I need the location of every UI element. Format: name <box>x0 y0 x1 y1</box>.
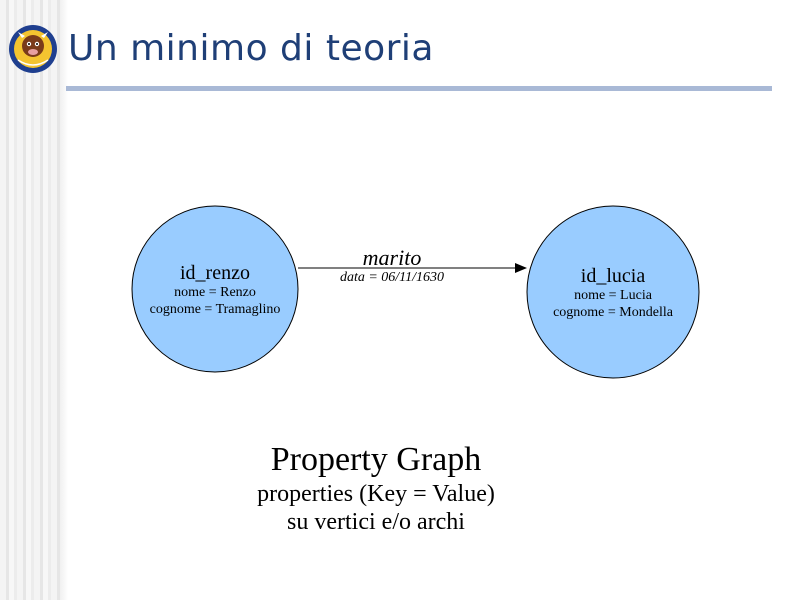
caption-line: properties (Key = Value) <box>257 481 495 507</box>
node-property: cognome = Tramaglino <box>149 302 281 317</box>
node-circle-renzo <box>131 205 299 373</box>
title-underline <box>66 86 772 91</box>
caption-title: Property Graph <box>270 441 482 478</box>
caption: Property Graph properties (Key = Value) … <box>176 440 576 536</box>
node-property: nome = Lucia <box>574 288 652 303</box>
node-property: cognome = Mondella <box>553 305 673 320</box>
logo-icon <box>9 25 57 73</box>
edge-name: marito <box>362 245 422 270</box>
node-lucia: id_lucia nome = Lucia cognome = Mondella <box>533 265 693 321</box>
stripe-fade <box>60 0 68 600</box>
slide-title: Un minimo di teoria <box>68 28 434 69</box>
edge-property: data = 06/11/1630 <box>339 270 445 285</box>
caption-line: su vertici e/o archi <box>287 509 465 535</box>
node-renzo: id_renzo nome = Renzo cognome = Tramagli… <box>135 262 295 318</box>
node-circle-lucia <box>526 205 700 379</box>
edge-label-marito: marito data = 06/11/1630 <box>312 246 472 286</box>
node-id: id_renzo <box>180 262 250 284</box>
left-stripe-background <box>0 0 60 600</box>
node-id: id_lucia <box>580 265 646 287</box>
node-property: nome = Renzo <box>174 285 256 300</box>
